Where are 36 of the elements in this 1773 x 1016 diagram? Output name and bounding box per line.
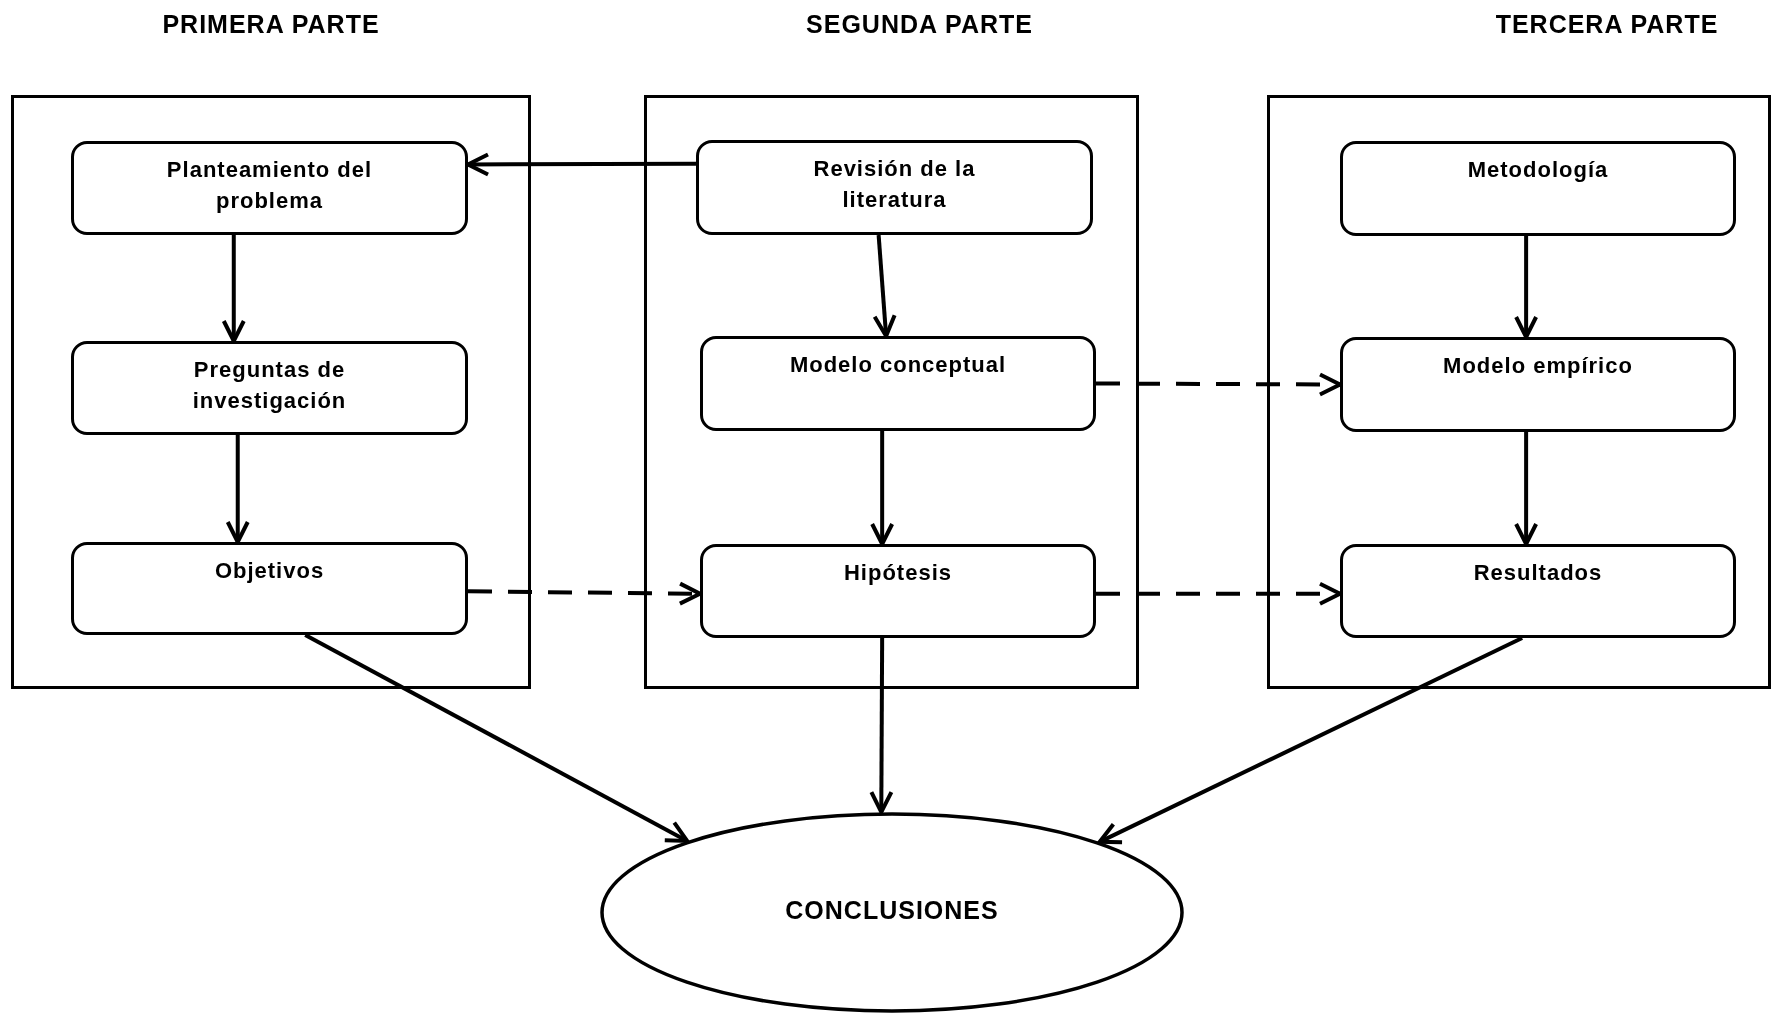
- node-label: Modelo conceptual: [789, 351, 1007, 379]
- arrow: [304, 633, 690, 843]
- section-heading: SEGUNDA PARTE: [805, 10, 1034, 39]
- node-label: CONCLUSIONES: [784, 895, 1000, 925]
- process-box: [71, 341, 468, 435]
- node-label: Resultados: [1473, 559, 1603, 587]
- process-box: [1340, 141, 1736, 236]
- conclusion-ellipse: [600, 812, 1184, 1013]
- node-label: Hipótesis: [844, 559, 952, 587]
- process-box: [700, 336, 1096, 431]
- node-label: Planteamiento del problema: [165, 156, 374, 215]
- node-label: Metodología: [1467, 156, 1609, 184]
- node-label: Modelo empírico: [1443, 352, 1633, 380]
- arrow: [1097, 636, 1524, 845]
- arrow: [221, 235, 246, 343]
- arrow: [1514, 432, 1539, 546]
- process-box: [696, 140, 1093, 235]
- arrow: [1514, 236, 1539, 339]
- process-box: [1340, 544, 1736, 638]
- process-box: [71, 542, 468, 635]
- arrow: [225, 435, 250, 544]
- section-heading: TERCERA PARTE: [1494, 10, 1720, 39]
- arrow: [466, 152, 696, 177]
- dashed-arrow: [467, 581, 702, 606]
- node-label: Objetivos: [214, 557, 325, 585]
- dashed-arrow: [1096, 581, 1342, 606]
- arrow: [869, 638, 894, 815]
- section-heading: PRIMERA PARTE: [161, 10, 381, 39]
- arrow: [870, 431, 895, 546]
- node-label: Revisión de la literatura: [812, 155, 977, 214]
- arrow: [872, 234, 897, 338]
- process-box: [71, 141, 468, 235]
- dashed-arrow: [1096, 372, 1342, 397]
- process-box: [1340, 337, 1736, 432]
- process-box: [700, 544, 1096, 638]
- node-label: Preguntas de investigación: [191, 356, 348, 415]
